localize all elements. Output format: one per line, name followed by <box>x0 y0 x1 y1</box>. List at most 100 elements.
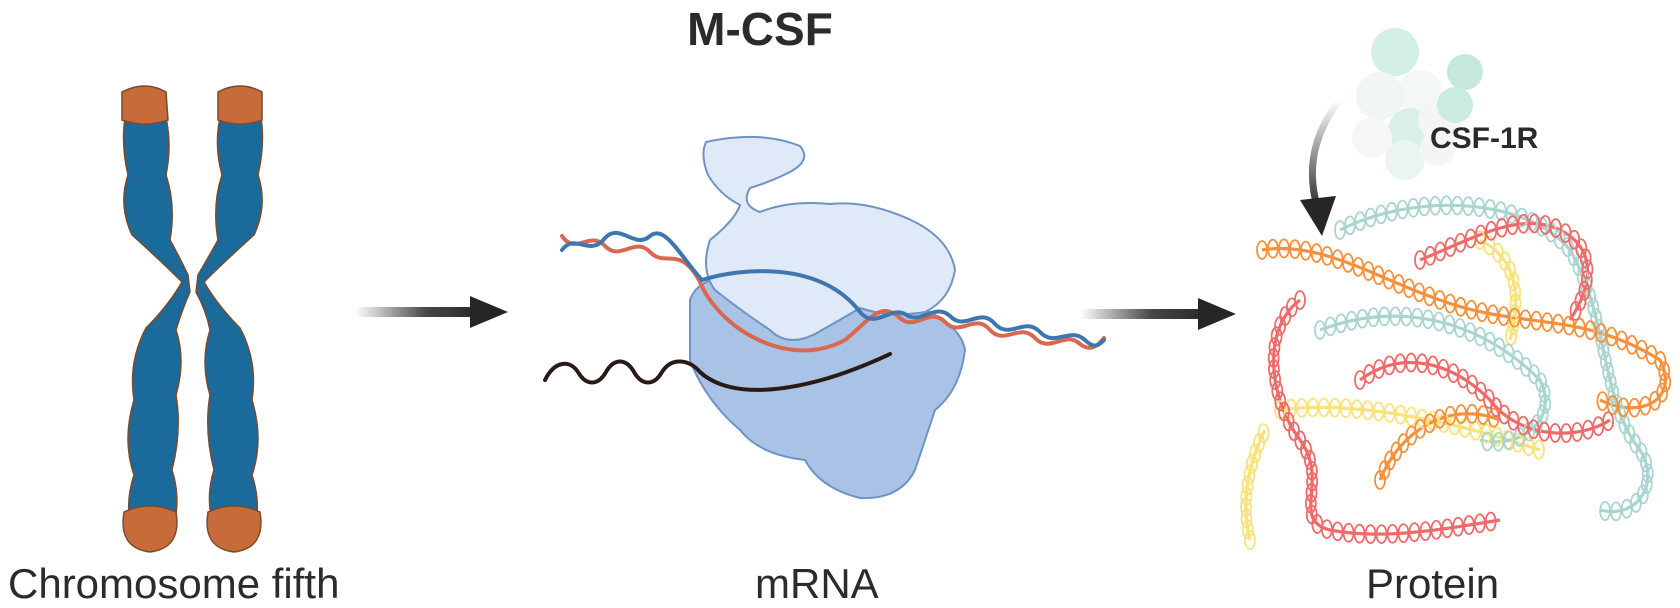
helix-coil <box>1422 309 1435 330</box>
helix-coil <box>1486 304 1499 325</box>
diagram-title: M-CSF <box>687 3 833 55</box>
helix-coil <box>1305 460 1318 481</box>
helix-red-3 <box>1359 360 1611 435</box>
helix-coil <box>1353 523 1366 544</box>
helix-coil <box>1300 439 1312 460</box>
helix-coil <box>1249 443 1262 464</box>
helix-coil <box>1328 397 1341 418</box>
mrna-strand <box>543 352 892 392</box>
helix-coil <box>1246 453 1258 474</box>
helix-coil <box>1271 380 1284 401</box>
helix-coil <box>1411 307 1424 328</box>
helix-coil <box>1288 239 1301 260</box>
helix-coil <box>1367 307 1380 328</box>
helix-coil <box>1484 199 1496 219</box>
helix-coil <box>1533 439 1545 460</box>
helix-coil <box>1473 513 1486 534</box>
helix-coil <box>1269 370 1282 390</box>
helix-coil <box>1350 399 1363 420</box>
chromosome-icon <box>121 85 264 553</box>
helix-coil <box>1535 372 1548 393</box>
helix-coil <box>1375 524 1388 544</box>
helix-coil <box>1466 403 1479 424</box>
helix-coil <box>1549 423 1562 443</box>
helix-coil <box>1462 196 1475 217</box>
helix-coil <box>1530 310 1543 331</box>
helix-coils <box>1240 195 1672 550</box>
helix-coil <box>1587 297 1600 318</box>
helix-coil <box>1506 215 1519 236</box>
helix-coil <box>1492 431 1505 452</box>
helix-coil <box>1507 271 1520 292</box>
helix-coil <box>1599 351 1612 371</box>
helix-coil <box>1331 521 1344 542</box>
helix-coil <box>1441 518 1454 539</box>
protein-icon <box>1240 195 1672 550</box>
helix-coil <box>1503 430 1516 451</box>
helix-coil <box>1408 522 1421 543</box>
helix-coil <box>1405 406 1418 427</box>
helix-coil <box>1430 519 1443 540</box>
helix-coil <box>1299 240 1312 261</box>
helix-coil <box>1274 400 1286 420</box>
receptor-icon <box>1352 28 1483 180</box>
ribosome-large-subunit <box>702 135 957 341</box>
helix-teal-2 <box>1319 314 1547 444</box>
stage-label-mrna: mRNA <box>755 560 879 607</box>
helix-coil <box>1305 482 1318 503</box>
helix-coil <box>1383 355 1396 376</box>
helix-coil <box>1317 397 1330 418</box>
arrow-chromosome-to-mrna <box>355 296 508 328</box>
helix-coil <box>1560 423 1573 443</box>
helix-coil <box>1590 308 1603 329</box>
helix-coil <box>1628 397 1641 418</box>
helix-coil <box>1405 352 1418 373</box>
helix-coil <box>1541 312 1554 333</box>
helix-coil <box>1519 309 1532 330</box>
helix-coil <box>1278 238 1290 259</box>
helix-coil <box>1389 306 1402 327</box>
helix-coil <box>1257 423 1270 443</box>
stage-label-chromosome: Chromosome fifth <box>8 560 340 607</box>
helix-coil <box>1364 524 1377 544</box>
helix-coil <box>1580 270 1593 290</box>
helix-coil <box>1484 511 1497 532</box>
helix-coil <box>1361 400 1374 421</box>
helix-coil <box>1274 391 1287 412</box>
helix-coil <box>1538 421 1551 442</box>
helix-coil <box>1579 248 1592 269</box>
helix-coil <box>1610 393 1623 414</box>
helix-coil <box>1455 404 1468 424</box>
helix-coil <box>1268 337 1281 357</box>
helix-coil <box>1429 195 1442 216</box>
helix-coil <box>1397 523 1410 544</box>
helix-coil <box>1497 306 1510 327</box>
helix-coil <box>1473 197 1486 218</box>
helix-coil <box>1517 213 1530 234</box>
helix-coil <box>1610 501 1622 522</box>
helix-teal-1 <box>1339 203 1650 514</box>
helix-coil <box>1509 282 1522 302</box>
helix-coil <box>1463 515 1475 535</box>
helix-coil <box>1563 315 1575 336</box>
helix-coil <box>1407 197 1420 218</box>
helix-coil <box>1569 301 1582 321</box>
chromatid-right <box>195 117 264 521</box>
helix-coil <box>1504 260 1516 281</box>
chromosome-tip-bottom-right <box>206 505 262 553</box>
helix-red-1 <box>1272 298 1501 536</box>
chromosome-tip-top-right <box>217 85 263 125</box>
helix-coil <box>1528 213 1541 234</box>
helix-coil <box>1599 501 1612 521</box>
helix-coil <box>1240 486 1253 507</box>
helix-coil <box>1418 196 1431 217</box>
helix-coil <box>1345 310 1358 331</box>
helix-coil <box>1451 195 1464 216</box>
helix-coil <box>1658 361 1671 382</box>
helix-coil <box>1416 408 1429 429</box>
helix-coil <box>1342 522 1355 543</box>
helix-coil <box>1372 401 1385 422</box>
helix-coil <box>1659 372 1672 393</box>
helix-coil <box>1385 201 1398 222</box>
